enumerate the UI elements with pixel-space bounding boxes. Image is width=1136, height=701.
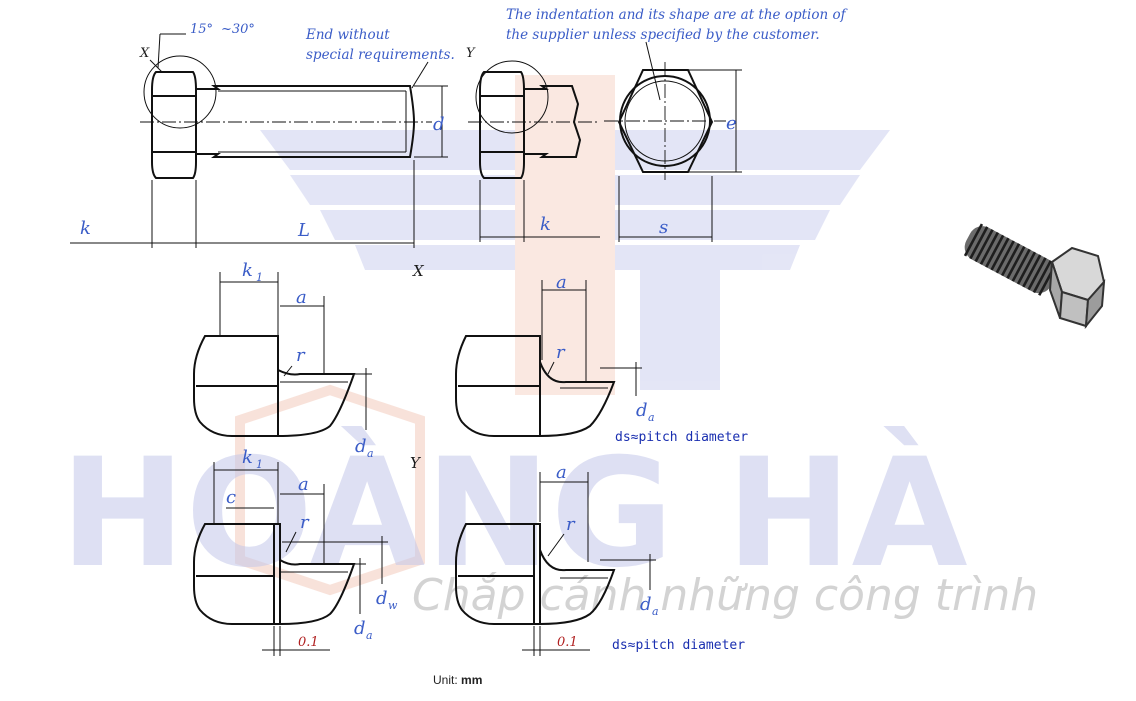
dim-r-3: r: [300, 512, 310, 533]
dim-d: d: [433, 114, 445, 135]
angle-label-15: 15°: [190, 22, 213, 37]
detail-x-2: k 1 c a r d w d a 0.1: [193, 447, 398, 656]
detail-y-marker: Y: [466, 46, 476, 61]
dim-a-2: a: [556, 272, 567, 293]
note-indentation-line1: The indentation and its shape are at the…: [506, 7, 848, 23]
dim-r-2: r: [556, 342, 566, 363]
watermark: HOÀNG HÀ Chắp cánh những công trình: [60, 75, 1038, 621]
detail-y-1: a r d a ds≈pitch diameter: [455, 272, 748, 445]
detail-y-label-1: Y: [410, 454, 422, 472]
dim-k-side: k: [80, 218, 91, 239]
section-x-marker: X: [412, 262, 425, 280]
note-pitch-diameter-2: ds≈pitch diameter: [612, 638, 745, 653]
dim-e: e: [726, 113, 737, 134]
dim-c: c: [226, 487, 236, 508]
dim-r-4: r: [566, 514, 576, 535]
dim-L: L: [297, 220, 310, 241]
note-indentation-line2: the supplier unless specified by the cus…: [506, 27, 820, 43]
dim-da-3: d: [354, 618, 366, 639]
note-end-line1: End without: [305, 27, 390, 43]
dim-tol-2: 0.1: [557, 635, 578, 650]
dim-dw-sub: w: [388, 599, 398, 612]
dim-da-1-sub: a: [367, 447, 374, 460]
detail-y-2: a r d a ds≈pitch diameter 0.1: [455, 462, 745, 656]
angle-label-30: ~30°: [221, 22, 255, 37]
dim-a-4: a: [556, 462, 567, 483]
dim-da-3-sub: a: [366, 629, 373, 642]
dim-k1-1: k: [242, 260, 253, 281]
dim-dw: d: [376, 588, 388, 609]
hex-end-view: The indentation and its shape are at the…: [506, 7, 848, 242]
watermark-tagline: Chắp cánh những công trình: [412, 570, 1038, 621]
unit-prefix: Unit:: [433, 673, 458, 687]
dim-r-1: r: [296, 345, 306, 366]
detail-x-marker: X: [139, 46, 150, 61]
dim-k1-1-sub: 1: [256, 271, 263, 284]
dim-s: s: [659, 217, 668, 238]
unit-value: mm: [461, 673, 483, 687]
partial-view: Y k: [466, 46, 600, 242]
bolt-photo-icon: [963, 223, 1106, 330]
note-end-line2: special requirements.: [306, 47, 455, 63]
watermark-logo: [235, 75, 890, 596]
detail-x-1: k 1 a r d a Y: [193, 260, 422, 472]
watermark-brand: HOÀNG HÀ: [60, 426, 968, 601]
dim-da-4-sub: a: [652, 605, 659, 618]
dim-k-top: k: [540, 214, 551, 235]
dim-da-4: d: [640, 594, 652, 615]
dim-tol-1: 0.1: [298, 635, 319, 650]
side-view: X 15° ~30° End without special requireme…: [70, 22, 455, 280]
dim-a-1: a: [296, 287, 307, 308]
dim-da-1: d: [355, 436, 367, 457]
dim-k1-2-sub: 1: [256, 458, 263, 471]
unit-label: Unit: mm: [433, 673, 482, 687]
dim-da-2: d: [636, 400, 648, 421]
note-pitch-diameter-1: ds≈pitch diameter: [615, 430, 748, 445]
dim-k1-2: k: [242, 447, 253, 468]
dim-a-3: a: [298, 474, 309, 495]
dim-da-2-sub: a: [648, 411, 655, 424]
